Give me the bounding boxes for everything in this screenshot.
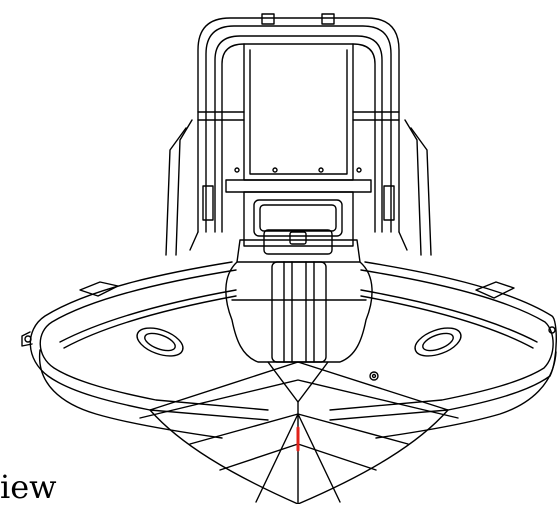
left-tube xyxy=(22,262,268,438)
handle-icon xyxy=(411,323,464,362)
side-rails xyxy=(166,120,431,255)
right-tube xyxy=(330,262,556,438)
hull xyxy=(140,362,458,504)
view-caption: iew xyxy=(0,468,57,506)
tow-eye-icon xyxy=(264,230,332,254)
rope-cleat-icon xyxy=(476,282,514,298)
bow-cone xyxy=(226,230,372,362)
handle-icon xyxy=(133,323,186,362)
roll-bar-frame xyxy=(198,14,399,246)
rope-cleat-icon xyxy=(80,282,118,296)
